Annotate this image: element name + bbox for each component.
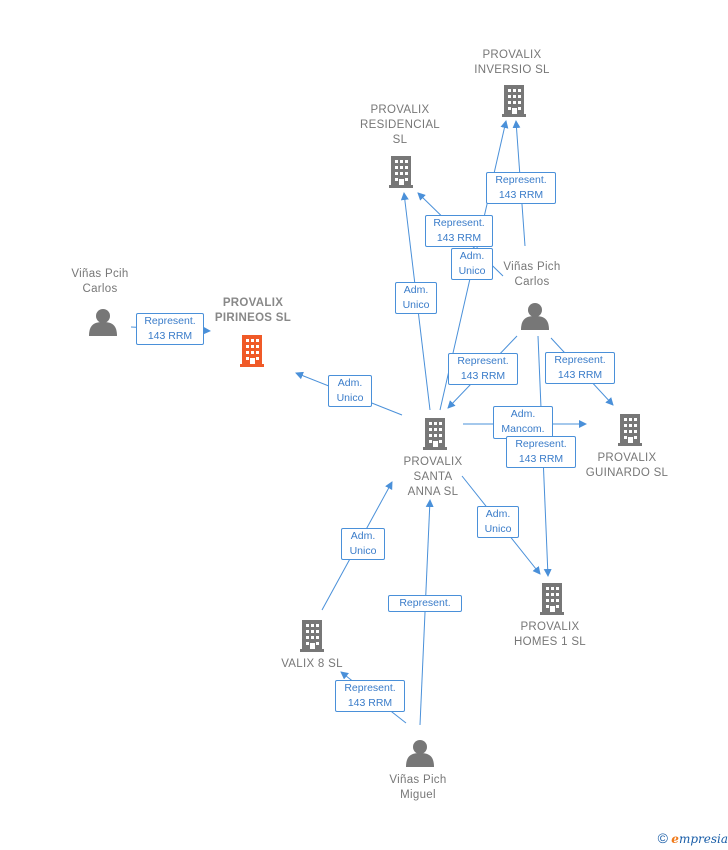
node-label-santa-anna[interactable]: PROVALIX SANTA ANNA SL [403, 456, 463, 498]
node-label-homes1[interactable]: PROVALIX HOMES 1 SL [513, 621, 587, 648]
edge-label: Represent. 143 RRM [506, 436, 576, 468]
edge-label: Represent. 143 RRM [545, 352, 615, 384]
node-label-vinas-pich-miguel[interactable]: Viñas Pich Miguel [389, 774, 447, 801]
edge-label: Adm. Unico [395, 282, 437, 314]
building-icon[interactable] [389, 156, 413, 188]
edge-label: Adm. Unico [328, 375, 372, 407]
node-label-guinardo[interactable]: PROVALIX GUINARDO SL [585, 452, 669, 479]
edge-label: Represent. [388, 595, 462, 612]
node-label-inversio[interactable]: PROVALIX INVERSIO SL [474, 49, 550, 76]
edge-label: Represent. 143 RRM [486, 172, 556, 204]
building-icon[interactable] [618, 414, 642, 446]
node-label-valix8[interactable]: VALIX 8 SL [281, 658, 343, 670]
person-icon[interactable] [521, 303, 549, 330]
brand-logo-initial: e [671, 832, 679, 846]
edge-label: Adm. Unico [341, 528, 385, 560]
node-label-residencial[interactable]: PROVALIX RESIDENCIAL SL [360, 104, 440, 146]
edge-label: Represent. 143 RRM [136, 313, 204, 345]
edge-label: Represent. 143 RRM [448, 353, 518, 385]
edge-line [419, 499, 434, 726]
edge-label: Adm. Unico [451, 248, 493, 280]
node-label-vinas-pcih-carlos[interactable]: Viñas Pcih Carlos [71, 268, 129, 295]
node-label-vinas-pich-carlos[interactable]: Viñas Pich Carlos [503, 261, 561, 288]
building-icon[interactable] [540, 583, 564, 615]
edge-label: Represent. 143 RRM [335, 680, 405, 712]
edge-label: Represent. 143 RRM [425, 215, 493, 247]
edge-label: Adm. Unico [477, 506, 519, 538]
copyright-footer[interactable]: © empresia [658, 830, 728, 846]
building-icon[interactable] [240, 335, 264, 367]
building-icon[interactable] [300, 620, 324, 652]
brand-name: mpresia [678, 832, 728, 846]
copyright-icon: © [657, 830, 668, 846]
node-label-pirineos[interactable]: PROVALIX PIRINEOS SL [214, 297, 292, 324]
building-icon[interactable] [502, 85, 526, 117]
person-icon[interactable] [406, 740, 434, 767]
person-icon[interactable] [89, 309, 117, 336]
edge-label: Adm. Mancom. [493, 406, 553, 439]
building-icon[interactable] [423, 418, 447, 450]
